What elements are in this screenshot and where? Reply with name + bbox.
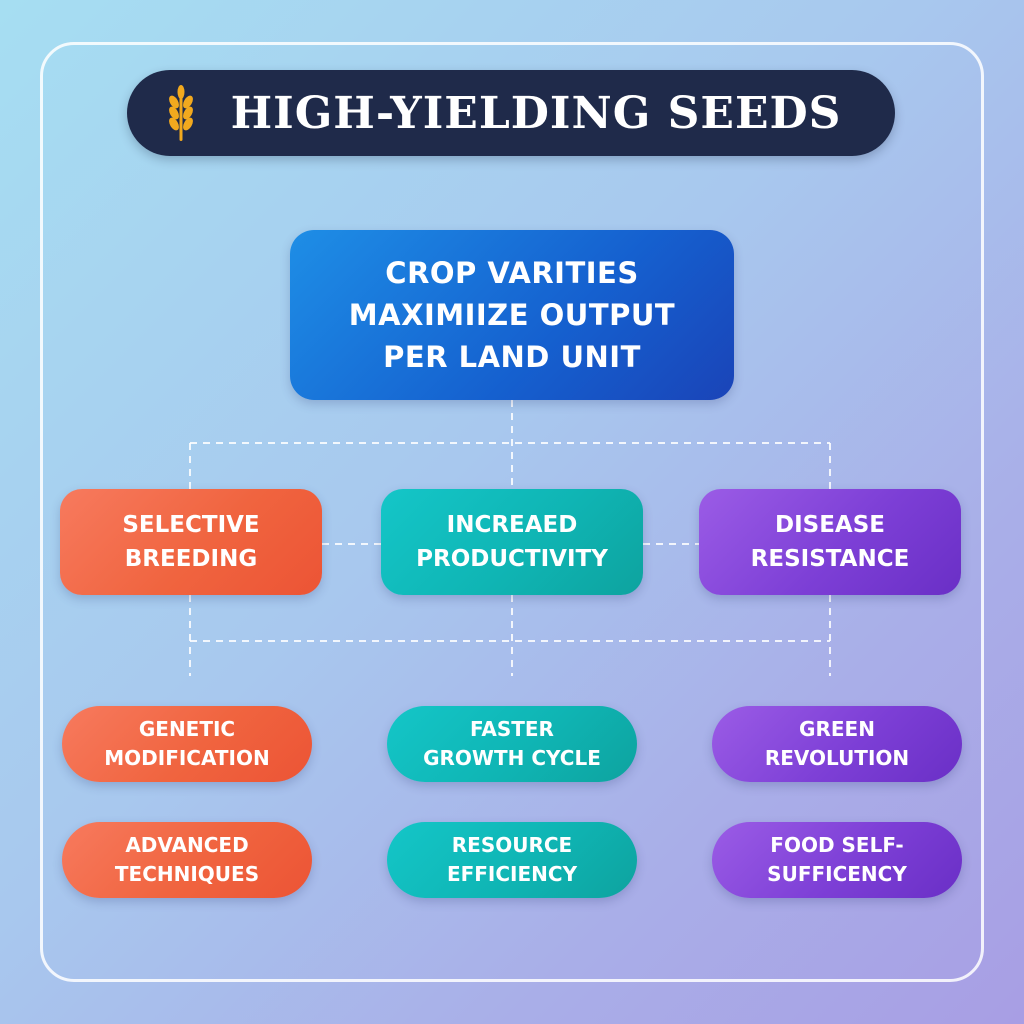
main-node: CROP VARITIES MAXIMIIZE OUTPUT PER LAND … <box>290 230 734 400</box>
leaf-advanced-techniques: ADVANCED TECHNIQUES <box>62 822 312 898</box>
diagram-frame <box>40 42 984 982</box>
page-title: HIGH-YIELDING SEEDS <box>230 87 842 139</box>
leaf-faster-growth-cycle: FASTER GROWTH CYCLE <box>387 706 637 782</box>
leaf-food-self-sufficency: FOOD SELF- SUFFICENCY <box>712 822 962 898</box>
leaf-green-revolution: GREEN REVOLUTION <box>712 706 962 782</box>
branch-increased-productivity: INCREAED PRODUCTIVITY <box>381 489 643 595</box>
leaf-genetic-modification: GENETIC MODIFICATION <box>62 706 312 782</box>
branch-disease-resistance: DISEASE RESISTANCE <box>699 489 961 595</box>
leaf-resource-efficiency: RESOURCE EFFICIENCY <box>387 822 637 898</box>
title-banner: HIGH-YIELDING SEEDS <box>127 70 895 156</box>
branch-selective-breeding: SELECTIVE BREEDING <box>60 489 322 595</box>
wheat-icon <box>169 85 193 141</box>
